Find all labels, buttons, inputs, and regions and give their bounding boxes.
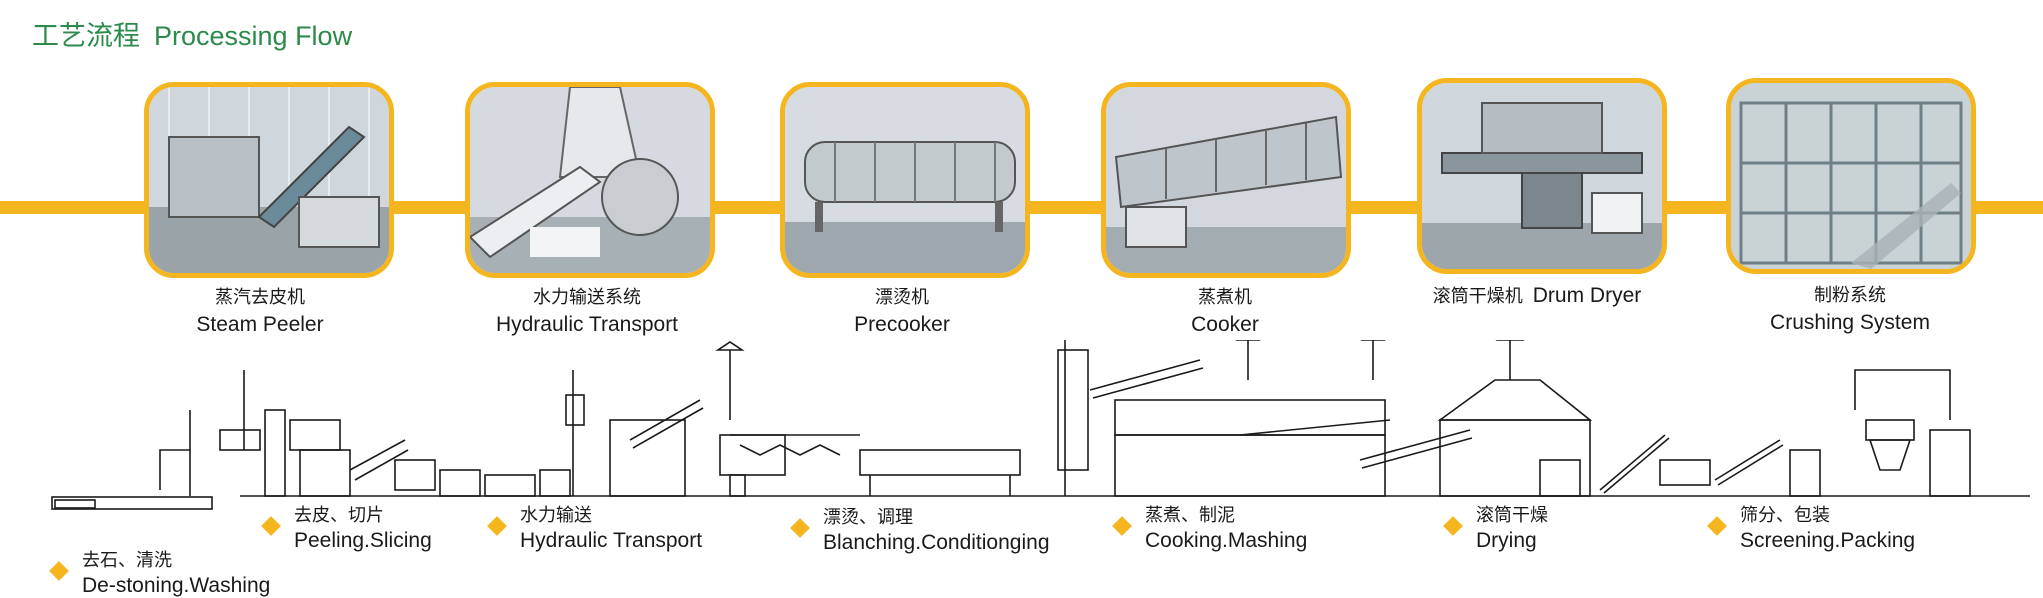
caption-cooker: 蒸煮机 Cooker [1075, 284, 1375, 338]
step-cn: 筛分、包装 [1740, 505, 1830, 526]
step-cn: 水力输送 [520, 505, 592, 526]
process-line-drawing [51, 340, 2030, 510]
caption-en: Hydraulic Transport [495, 313, 679, 336]
caption-en: Drum Dryer [1532, 284, 1642, 307]
page-title: 工艺流程 Processing Flow [32, 14, 352, 53]
title-en: Processing Flow [154, 21, 353, 51]
caption-cn: 蒸汽去皮机 [215, 287, 305, 308]
step-en: Drying [1476, 529, 1537, 552]
diamond-bullet [261, 516, 281, 536]
caption-precooker: 漂烫机 Precooker [752, 284, 1052, 338]
caption-en: Precooker [854, 313, 950, 336]
step-en: Screening.Packing [1740, 529, 1916, 552]
title-cn: 工艺流程 [32, 21, 140, 52]
precooker-illustration [785, 87, 1025, 273]
caption-steam-peeler: 蒸汽去皮机 Steam Peeler [110, 284, 410, 338]
cooker-illustration [1106, 87, 1346, 273]
step-cooking-mashing: 蒸煮、制泥 Cooking.Mashing [1112, 503, 1308, 553]
diamond-bullet [1707, 516, 1727, 536]
crushing-system-illustration [1731, 83, 1971, 269]
hydraulic-transport-illustration [470, 87, 710, 273]
caption-hydraulic-transport: 水力输送系统 Hydraulic Transport [437, 284, 737, 338]
step-en: Peeling.Slicing [294, 529, 432, 552]
step-cn: 蒸煮、制泥 [1145, 505, 1235, 526]
caption-cn: 水力输送系统 [533, 287, 641, 308]
photo-steam-peeler [144, 82, 394, 278]
step-en: De-stoning.Washing [82, 574, 271, 597]
photo-cooker [1101, 82, 1351, 278]
step-en: Hydraulic Transport [520, 529, 703, 552]
diamond-bullet [790, 518, 810, 538]
drum-dryer-illustration [1422, 83, 1662, 269]
caption-en: Cooker [1191, 313, 1259, 336]
caption-cn: 蒸煮机 [1198, 287, 1252, 308]
caption-cn: 制粉系统 [1814, 285, 1886, 306]
step-hydraulic-transport: 水力输送 Hydraulic Transport [487, 503, 703, 553]
step-cn: 去皮、切片 [294, 505, 384, 526]
caption-cn: 滚筒干燥机 [1432, 286, 1523, 307]
diamond-bullet [487, 516, 507, 536]
diamond-bullet [49, 561, 69, 581]
step-en: Blanching.Conditionging [823, 531, 1050, 554]
caption-crushing-system: 制粉系统 Crushing System [1700, 282, 2000, 336]
photo-precooker [780, 82, 1030, 278]
caption-drum-dryer: 滚筒干燥机 Drum Dryer [1387, 282, 1687, 311]
photo-hydraulic-transport [465, 82, 715, 278]
step-en: Cooking.Mashing [1145, 529, 1308, 552]
step-drying: 滚筒干燥 Drying [1443, 503, 1548, 553]
step-cn: 去石、清洗 [82, 550, 172, 571]
steam-peeler-illustration [149, 87, 389, 273]
step-cn: 滚筒干燥 [1476, 505, 1548, 526]
photo-drum-dryer [1417, 78, 1667, 274]
caption-en: Steam Peeler [196, 313, 324, 336]
step-blanching-conditioning: 漂烫、调理 Blanching.Conditionging [790, 505, 1050, 555]
photo-crushing-system [1726, 78, 1976, 274]
step-peeling-slicing: 去皮、切片 Peeling.Slicing [261, 503, 432, 553]
caption-en: Crushing System [1770, 311, 1930, 334]
diamond-bullet [1443, 516, 1463, 536]
step-destoning-washing: 去石、清洗 De-stoning.Washing [49, 548, 271, 598]
step-screening-packing: 筛分、包装 Screening.Packing [1707, 503, 1916, 553]
diamond-bullet [1112, 516, 1132, 536]
caption-cn: 漂烫机 [875, 287, 929, 308]
step-cn: 漂烫、调理 [823, 507, 913, 528]
